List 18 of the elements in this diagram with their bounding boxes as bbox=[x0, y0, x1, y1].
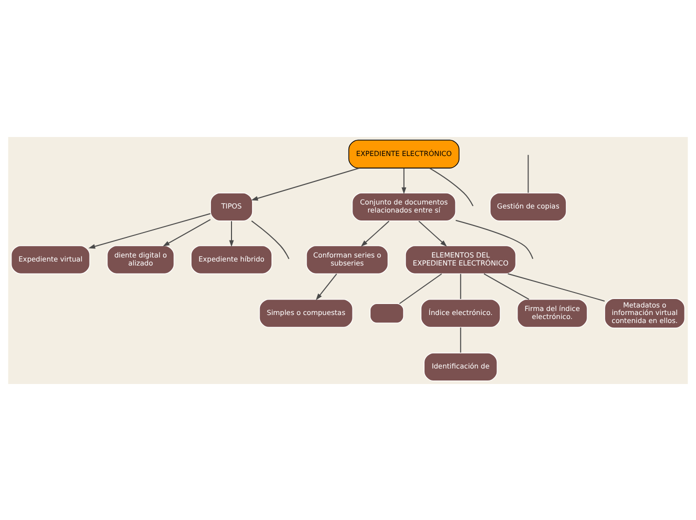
arrow bbox=[162, 218, 211, 246]
connector bbox=[528, 154, 529, 192]
arrow bbox=[229, 220, 234, 246]
arrow bbox=[402, 168, 406, 194]
connector bbox=[251, 220, 290, 259]
connector bbox=[399, 272, 442, 304]
connector bbox=[460, 327, 462, 352]
connector bbox=[460, 273, 462, 298]
connector bbox=[456, 219, 534, 259]
arrow bbox=[418, 220, 447, 246]
connector bbox=[429, 167, 474, 206]
arrow bbox=[316, 273, 338, 300]
connector bbox=[484, 272, 530, 300]
arrow bbox=[88, 212, 211, 248]
arrow bbox=[251, 167, 360, 200]
connector bbox=[508, 272, 605, 302]
arrow bbox=[360, 220, 390, 246]
node-box bbox=[370, 302, 404, 323]
